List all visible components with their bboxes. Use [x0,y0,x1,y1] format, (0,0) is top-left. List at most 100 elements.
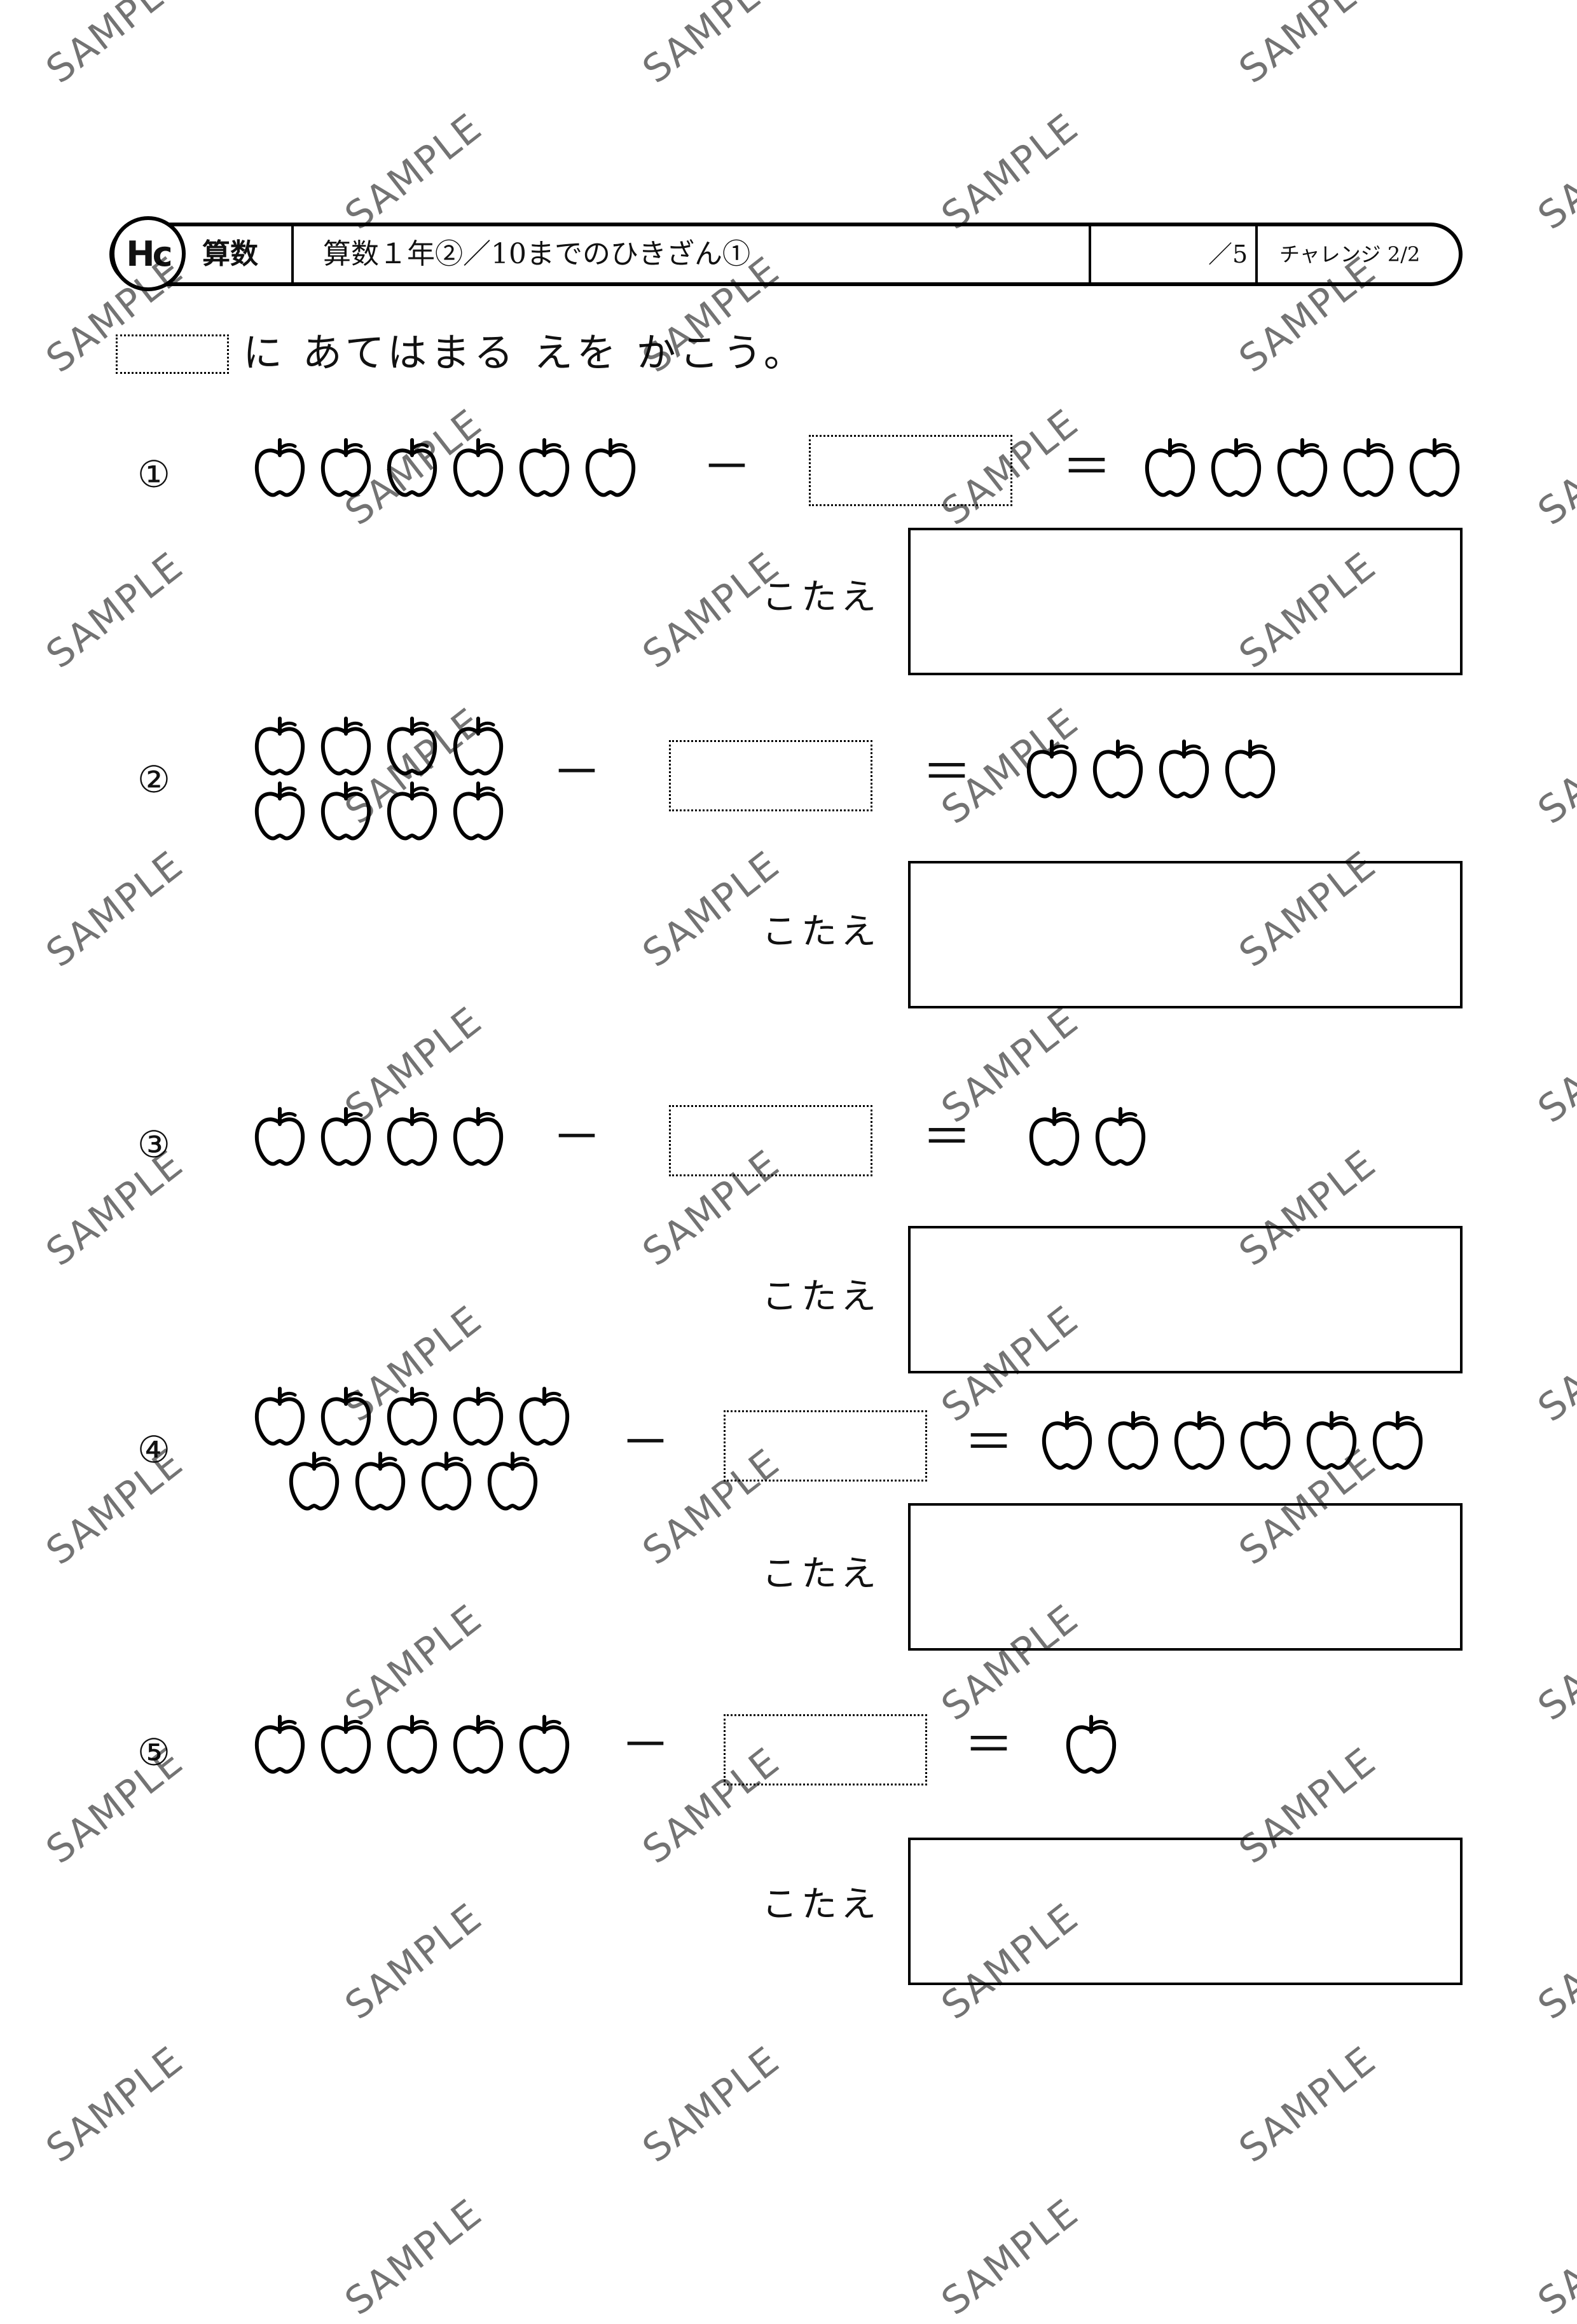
apple-icon [1157,738,1211,801]
problem-number: ④ [137,1428,170,1471]
apple-icon [385,436,439,500]
apple-icon [319,780,373,843]
apple-icon [451,1713,505,1777]
sample-watermark: SAMPLE [38,1739,192,1873]
apple-icon [385,715,439,778]
problem-4-answer-box[interactable] [908,1503,1463,1651]
apple-icon [1064,1713,1118,1777]
apple-icon [486,1450,539,1513]
sample-watermark: SAMPLE [1231,0,1385,93]
score-field[interactable]: ／5 [1208,240,1248,268]
problem-5-blank[interactable] [724,1714,927,1785]
sample-watermark: SAMPLE [1530,699,1577,834]
apple-icon [319,1105,373,1169]
problem-1-blank[interactable] [809,435,1012,506]
equals-sign: ＝ [1062,439,1112,496]
apple-icon [253,715,306,778]
apple-icon [253,1713,306,1777]
sample-watermark: SAMPLE [635,0,788,93]
apple-icon [319,715,373,778]
apple-icon [1305,1409,1358,1473]
minus-sign: － [552,1109,602,1166]
apple-icon [1106,1409,1160,1473]
apple-icon [420,1450,473,1513]
apple-icon [451,780,505,843]
apple-icon [385,1385,439,1448]
answer-label: こたえ [762,577,880,618]
apple-icon [1223,738,1277,801]
apple-icon [584,436,637,500]
apple-icon [518,436,571,500]
sample-watermark: SAMPLE [635,2038,788,2172]
apple-icon [253,1105,306,1169]
sample-watermark: SAMPLE [38,544,192,678]
equals-sign: ＝ [922,744,972,801]
instruction-text: に あてはまる えを かこう。 [243,329,807,376]
apple-icon [1173,1409,1226,1473]
instruction-blank-sample [116,334,229,374]
apple-icon [1094,1105,1147,1169]
sample-watermark: SAMPLE [337,1895,491,2029]
apple-icon [1040,1409,1094,1473]
worksheet-title: 算数１年②／10までのひきざん① [323,238,750,270]
apple-icon [1143,436,1197,500]
publisher-logo: Hc [111,216,186,291]
sample-watermark: SAMPLE [337,2190,491,2324]
sample-watermark: SAMPLE [1530,2190,1577,2324]
challenge-label: チャレンジ 2/2 [1279,242,1421,266]
apple-icon [1028,1105,1081,1169]
apple-icon [1091,738,1145,801]
sample-watermark: SAMPLE [1530,1297,1577,1431]
sample-watermark: SAMPLE [337,1596,491,1730]
apple-icon [385,1105,439,1169]
apple-icon [1239,1409,1292,1473]
apple-icon [1209,436,1263,500]
sample-watermark: SAMPLE [38,842,192,977]
problem-1-answer-box[interactable] [908,528,1463,675]
problem-2-blank[interactable] [669,740,872,811]
minus-sign: － [621,1717,671,1774]
subject-label: 算数 [202,238,258,270]
minus-sign: － [702,439,752,496]
answer-label: こたえ [762,1553,880,1595]
apple-icon [319,1385,373,1448]
sample-watermark: SAMPLE [1530,1596,1577,1730]
header-divider [1255,226,1258,282]
answer-label: こたえ [762,911,880,952]
worksheet-header [109,223,1463,286]
header-divider [1089,226,1091,282]
equals-sign: ＝ [964,1414,1014,1471]
equals-sign: ＝ [922,1109,972,1166]
sample-watermark: SAMPLE [933,2190,1087,2324]
sample-watermark: SAMPLE [38,2038,192,2172]
answer-label: こたえ [762,1884,880,1925]
minus-sign: － [552,744,602,801]
sample-watermark: SAMPLE [1530,998,1577,1132]
apple-icon [1342,436,1395,500]
apple-icon [451,1105,505,1169]
answer-label: こたえ [762,1276,880,1317]
apple-icon [385,1713,439,1777]
sample-watermark: SAMPLE [933,105,1087,239]
apple-icon [451,1385,505,1448]
problem-3-answer-box[interactable] [908,1226,1463,1373]
problem-5-answer-box[interactable] [908,1838,1463,1985]
equals-sign: ＝ [964,1717,1014,1774]
problem-number: ⑤ [137,1731,170,1774]
apple-icon [451,436,505,500]
problem-4-blank[interactable] [724,1410,927,1482]
apple-icon [385,780,439,843]
sample-watermark: SAMPLE [1530,1895,1577,2029]
apple-icon [319,1713,373,1777]
apple-icon [319,436,373,500]
sample-watermark: SAMPLE [337,105,491,239]
problem-number: ③ [137,1123,170,1166]
sample-watermark: SAMPLE [1530,401,1577,535]
problem-2-answer-box[interactable] [908,861,1463,1008]
sample-watermark: SAMPLE [1530,105,1577,239]
apple-icon [1408,436,1461,500]
sample-watermark: SAMPLE [38,0,192,93]
sample-watermark: SAMPLE [38,1141,192,1275]
problem-3-blank[interactable] [669,1105,872,1176]
problem-number: ① [137,453,170,496]
